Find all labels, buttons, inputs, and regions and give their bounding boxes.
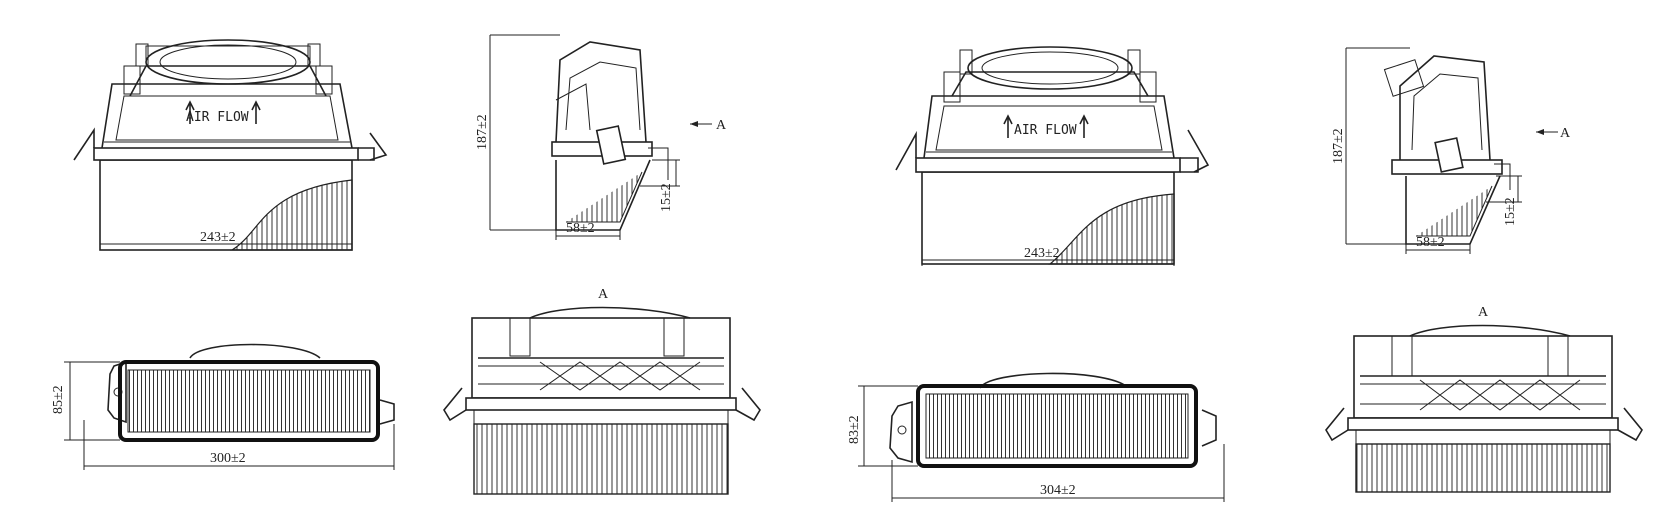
side-view-2: 187±2 15±2 58±2 A: [1331, 47, 1571, 254]
flange: [465, 397, 737, 411]
air-flow-arrow-left: [185, 100, 195, 124]
air-flow-label: AIR FLOW: [1014, 123, 1077, 138]
view-arrow-label: A: [1560, 126, 1571, 141]
view-a-label: A: [1478, 305, 1489, 320]
air-flow-arrow-right: [251, 100, 261, 124]
air-flow-arrow-left: [1003, 114, 1013, 138]
length-dimension: 304±2: [1040, 483, 1076, 498]
width-dimension: 243±2: [1024, 246, 1060, 261]
side-filter-body: [1405, 175, 1501, 245]
pleat-shading: [1048, 193, 1175, 265]
view-arrow-label: A: [716, 118, 727, 133]
view-a-2: A: [1325, 305, 1643, 493]
width-dimension: 243±2: [200, 230, 236, 245]
housing-top: [1353, 335, 1613, 419]
length-dimension: 300±2: [210, 451, 246, 466]
filter-media-frame: [916, 384, 1198, 468]
view-a-1: A: [443, 287, 761, 495]
height-dimension: 187±2: [475, 114, 490, 150]
filter-media-pleats: [473, 423, 729, 495]
top-view-2: 83±2 304±2: [847, 372, 1225, 502]
height-dimension: 83±2: [847, 415, 862, 444]
front-view-1: AIR FLOW 243±2: [73, 39, 388, 251]
air-flow-label: AIR FLOW: [186, 110, 249, 125]
fan-ring: [145, 39, 311, 85]
step-dimension: 15±2: [659, 183, 674, 212]
support-ribs: [1419, 379, 1581, 411]
side-filter-body: [555, 159, 651, 231]
filter-media-pleats: [1355, 443, 1611, 493]
air-flow-arrow-right: [1079, 114, 1089, 138]
housing-frame: [923, 95, 1175, 159]
flange: [93, 147, 359, 161]
fan-ring: [967, 46, 1133, 90]
depth-dimension: 58±2: [1416, 235, 1445, 250]
side-view-1: 187±2 15±2 58±2 A: [475, 34, 727, 240]
filter-media-pleats: [925, 393, 1189, 459]
support-ribs: [539, 361, 701, 391]
filter-media-frame: [118, 360, 380, 442]
filter-media-pleats: [127, 369, 371, 433]
flange: [915, 157, 1181, 173]
depth-dimension: 58±2: [566, 221, 595, 236]
step-dimension: 15±2: [1503, 197, 1518, 226]
view-a-label: A: [598, 287, 609, 302]
height-dimension: 187±2: [1331, 128, 1346, 164]
top-view-1: 85±2 300±2: [51, 343, 395, 470]
flange: [1347, 417, 1619, 431]
front-view-2: AIR FLOW 243±2: [895, 46, 1210, 266]
pleat-shading: [229, 179, 353, 251]
height-dimension: 85±2: [51, 385, 66, 414]
